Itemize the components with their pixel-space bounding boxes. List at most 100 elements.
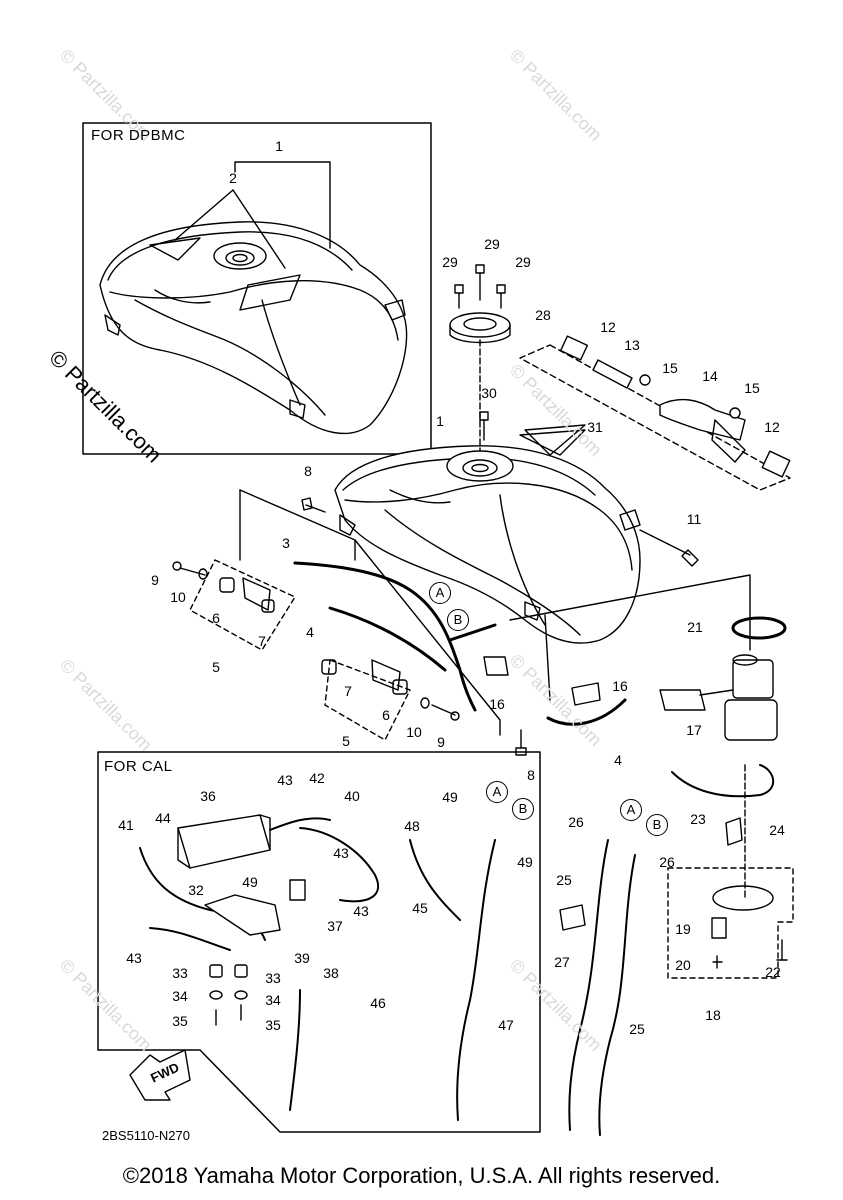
callout-12a: 12 (600, 319, 616, 335)
callout-47: 47 (498, 1017, 514, 1033)
callout-33b: 33 (265, 970, 281, 986)
clip-27 (559, 904, 586, 931)
canister-36 (177, 814, 271, 869)
callout-9a: 9 (151, 572, 159, 588)
callout-49b: 49 (517, 854, 533, 870)
screw-22 (776, 939, 788, 961)
callout-4b: 4 (614, 752, 622, 768)
callout-23: 23 (690, 811, 706, 827)
callout-10a: 10 (170, 589, 186, 605)
callout-49a: 49 (442, 789, 458, 805)
callout-1-main: 1 (436, 413, 444, 429)
callout-20: 20 (675, 957, 691, 973)
bolt-30 (479, 411, 489, 441)
bolt-29-left (454, 284, 464, 309)
callout-34b: 34 (265, 992, 281, 1008)
bolt-29-right (496, 284, 506, 309)
callout-17: 17 (686, 722, 702, 738)
callout-8b: 8 (527, 767, 535, 783)
callout-6a: 6 (212, 610, 220, 626)
callout-28: 28 (535, 307, 551, 323)
hose-25-left (568, 839, 609, 1131)
callout-46: 46 (370, 995, 386, 1011)
callout-43c: 43 (353, 903, 369, 919)
callout-5a: 5 (212, 659, 220, 675)
callout-19: 19 (675, 921, 691, 937)
callout-27: 27 (554, 954, 570, 970)
fuel-line-23 (671, 764, 775, 798)
ref-a-tank: A (429, 582, 451, 604)
callout-29b: 29 (442, 254, 458, 270)
ref-b-hose: B (646, 814, 668, 836)
hose-25-right (598, 854, 636, 1136)
callout-48: 48 (404, 818, 420, 834)
ref-a-cal: A (486, 781, 508, 803)
valve-37 (289, 879, 306, 901)
ref-a-hose: A (620, 799, 642, 821)
mount-group-5-lower (321, 659, 460, 741)
pump-plate (712, 885, 774, 911)
hose-40 (299, 827, 380, 903)
callout-16a: 16 (612, 678, 628, 694)
grommets-33-35 (209, 964, 248, 1026)
emblem-31 (519, 429, 586, 456)
callout-32: 32 (188, 882, 204, 898)
callout-24: 24 (769, 822, 785, 838)
callout-16b: 16 (489, 696, 505, 712)
bolt-29-center (475, 264, 485, 301)
fuel-pump-17 (659, 616, 787, 741)
pad-16-right (571, 682, 601, 706)
callout-44: 44 (155, 810, 171, 826)
callout-25b: 25 (629, 1021, 645, 1037)
callout-2: 2 (229, 170, 237, 186)
fuel-cap-28 (449, 312, 511, 344)
callout-25a: 25 (556, 872, 572, 888)
callout-43d: 43 (126, 950, 142, 966)
callout-49c: 49 (242, 874, 258, 890)
cal-label: FOR CAL (104, 758, 173, 775)
main-fuel-tank (334, 424, 641, 644)
callout-37: 37 (327, 918, 343, 934)
ref-b-tank: B (447, 609, 469, 631)
bolt-8-lower (515, 729, 527, 756)
callout-18: 18 (705, 1007, 721, 1023)
hose-4-left (328, 606, 447, 672)
callout-38: 38 (323, 965, 339, 981)
bolt-11 (639, 529, 699, 567)
callout-43b: 43 (333, 845, 349, 861)
callout-9b: 9 (437, 734, 445, 750)
hose-43 (149, 927, 231, 951)
callout-15b: 15 (744, 380, 760, 396)
hose-3 (293, 561, 477, 712)
callout-35a: 35 (172, 1013, 188, 1029)
bolt-8-top (301, 497, 326, 513)
part-19 (711, 917, 727, 939)
ref-b-cal: B (512, 798, 534, 820)
callout-31: 31 (587, 419, 603, 435)
callout-21: 21 (687, 619, 703, 635)
diagram-code: 2BS5110-N270 (102, 1128, 190, 1143)
callout-5b: 5 (342, 733, 350, 749)
callout-30: 30 (481, 385, 497, 401)
callout-45: 45 (412, 900, 428, 916)
callout-34a: 34 (172, 988, 188, 1004)
hose-39 (289, 989, 301, 1111)
callout-13: 13 (624, 337, 640, 353)
callout-8a: 8 (304, 463, 312, 479)
cal-box (97, 751, 541, 1133)
callout-41: 41 (118, 817, 134, 833)
bracket-assembly-14 (519, 335, 791, 491)
callout-3: 3 (282, 535, 290, 551)
callout-11: 11 (686, 511, 702, 527)
dpbmc-box (82, 122, 432, 455)
clamp-24 (725, 817, 743, 846)
callout-36: 36 (200, 788, 216, 804)
callout-7b: 7 (344, 683, 352, 699)
pad-16-left (483, 656, 509, 676)
callout-29a: 29 (484, 236, 500, 252)
callout-6b: 6 (382, 707, 390, 723)
callout-29c: 29 (515, 254, 531, 270)
fuel-pump-group-box (667, 867, 794, 979)
copyright-notice: ©2018 Yamaha Motor Corporation, U.S.A. A… (122, 1163, 721, 1188)
